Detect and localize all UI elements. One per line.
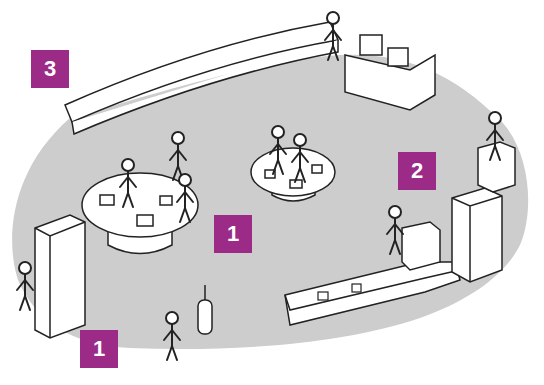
- tablet: [352, 284, 361, 292]
- punching-bag: [198, 300, 212, 334]
- callout-number: 2: [398, 152, 436, 190]
- table-top: [251, 148, 335, 196]
- person: [164, 312, 180, 360]
- callout-number: 1: [80, 330, 118, 368]
- bag-rope: [204, 285, 206, 300]
- stand: [402, 222, 440, 270]
- person: [325, 12, 341, 60]
- person: [120, 159, 136, 207]
- kiosk: [35, 215, 85, 338]
- person: [387, 206, 403, 254]
- bench: [65, 22, 338, 122]
- person: [170, 132, 186, 180]
- tablet: [160, 196, 172, 205]
- person: [292, 134, 308, 182]
- box: [360, 35, 382, 55]
- bench-face: [72, 40, 338, 134]
- counter: [285, 262, 460, 325]
- person: [270, 126, 286, 174]
- tall-cabinet: [452, 188, 502, 282]
- box: [388, 48, 408, 66]
- kiosk-edge: [35, 222, 85, 338]
- tablet: [100, 195, 114, 205]
- person: [177, 174, 193, 222]
- tablet: [318, 292, 328, 300]
- tablet: [312, 165, 322, 173]
- callout-number: 3: [31, 50, 69, 88]
- cabinet-edge: [452, 196, 502, 282]
- person: [17, 262, 33, 310]
- callout-number: 1: [214, 215, 252, 253]
- person: [487, 112, 503, 160]
- counter-edge: [285, 270, 460, 310]
- tablet: [137, 215, 153, 226]
- table-top: [82, 173, 198, 237]
